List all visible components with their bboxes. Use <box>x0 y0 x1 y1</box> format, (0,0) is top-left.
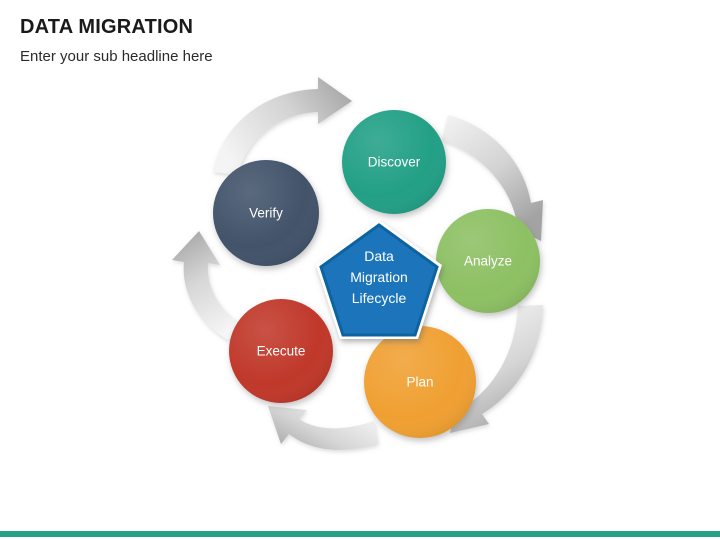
center-label-line1: Data <box>364 248 394 264</box>
arrow-plan-to-execute <box>268 406 378 450</box>
stage-label-execute: Execute <box>257 344 306 359</box>
footer-accent-bar <box>0 531 720 537</box>
stage-label-verify: Verify <box>249 206 283 221</box>
arrow-execute-to-verify <box>172 231 244 340</box>
stage-node-analyze[interactable]: Analyze <box>436 209 540 313</box>
stage-node-execute[interactable]: Execute <box>229 299 333 403</box>
cycle-arrows-group <box>172 77 543 450</box>
arrow-verify-to-discover <box>213 77 352 175</box>
arrow-discover-to-analyze <box>442 115 543 241</box>
center-label-line3: Lifecycle <box>352 290 407 306</box>
stage-node-plan[interactable]: Plan <box>364 326 476 438</box>
stage-label-plan: Plan <box>406 375 433 390</box>
arrow-analyze-to-plan <box>450 305 543 433</box>
center-label-line2: Migration <box>350 269 408 285</box>
center-pentagon-node[interactable]: Data Migration Lifecycle <box>316 220 442 339</box>
stage-label-discover: Discover <box>368 155 421 170</box>
stage-label-analyze: Analyze <box>464 254 512 269</box>
pentagon-shape <box>319 223 439 337</box>
page-subtitle: Enter your sub headline here <box>20 48 213 65</box>
stage-node-discover[interactable]: Discover <box>342 110 446 214</box>
stage-circles-group: Discover Analyze Plan Execute <box>213 110 540 438</box>
stage-node-verify[interactable]: Verify <box>213 160 319 266</box>
page-title: DATA MIGRATION <box>20 16 194 38</box>
